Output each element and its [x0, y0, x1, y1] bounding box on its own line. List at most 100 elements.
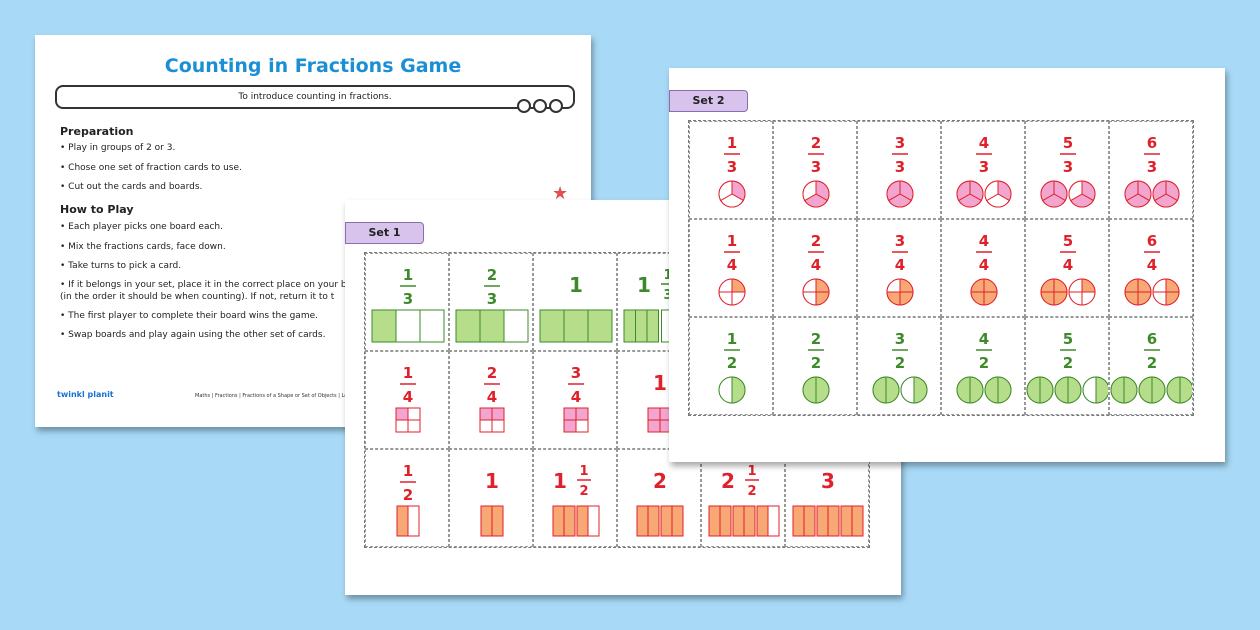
numerator: 4	[979, 330, 989, 348]
numerator: 1	[727, 232, 737, 250]
denominator: 3	[1063, 158, 1073, 176]
numerator: 4	[979, 232, 989, 250]
circle-segment	[1040, 180, 1055, 202]
rect-segment	[660, 505, 673, 537]
denominator: 2	[727, 354, 737, 372]
circle-segment	[1081, 291, 1096, 306]
bar-segment	[563, 309, 589, 343]
circle-segment	[899, 278, 914, 293]
circle-segment	[997, 376, 1012, 404]
square-segment	[575, 407, 589, 421]
square-segment	[479, 407, 493, 421]
fraction-card: 2	[617, 449, 701, 547]
circle-segment	[1126, 193, 1150, 208]
circle-segment	[899, 291, 914, 306]
bar-segment	[503, 309, 529, 343]
numerator: 2	[487, 364, 497, 382]
list-item: • Play in groups of 2 or 3.	[60, 143, 176, 153]
list-item: (in the order it should be when counting…	[60, 291, 335, 302]
list-item: • Each player picks one board each.	[60, 222, 223, 232]
denominator: 4	[811, 256, 821, 274]
bar-segment	[646, 309, 659, 343]
denominator: 2	[811, 354, 821, 372]
circle-segment	[1166, 376, 1181, 404]
rect-segment	[827, 505, 840, 537]
circle-segment	[1067, 376, 1082, 404]
square-segment	[407, 407, 421, 421]
circle-segment	[983, 278, 998, 293]
circle-segment	[1137, 291, 1152, 306]
rect-segment	[576, 505, 589, 537]
circle-segment	[958, 193, 982, 208]
circle-segment	[1110, 376, 1125, 404]
rect-segment	[671, 505, 684, 537]
circle-segment	[1152, 180, 1167, 202]
list-item: • Swap boards and play again using the o…	[60, 330, 326, 340]
denominator: 3	[663, 288, 672, 303]
list-item: • If it belongs in your set, place it in…	[60, 279, 347, 290]
square-segment	[491, 419, 505, 433]
numerator: 1	[727, 134, 737, 152]
whole-number: 2	[721, 469, 735, 493]
square-segment	[647, 419, 661, 433]
numerator: 1	[579, 464, 588, 479]
denominator: 4	[571, 388, 581, 406]
whole-number: 1	[553, 469, 567, 493]
fraction-card: 1	[449, 449, 533, 547]
circle-segment	[718, 278, 733, 293]
rect-segment	[756, 505, 769, 537]
numerator: 1	[663, 268, 672, 283]
whole-number: 1	[569, 273, 583, 297]
bar-segment	[419, 309, 445, 343]
fraction-card: 1	[617, 351, 701, 449]
numerator: 1	[727, 330, 737, 348]
list-item: • Cut out the cards and boards.	[60, 182, 203, 192]
circle-segment	[1123, 376, 1138, 404]
whole-number: 3	[821, 469, 835, 493]
denominator: 4	[895, 256, 905, 274]
circle-segment	[885, 376, 900, 404]
numerator: 5	[1063, 330, 1073, 348]
howto-heading: How to Play	[60, 203, 134, 216]
circle-segment	[1068, 278, 1083, 293]
circle-segment	[872, 376, 887, 404]
numerator: 3	[895, 134, 905, 152]
numerator: 4	[979, 134, 989, 152]
twinkl-logo: twinkl planit	[57, 390, 114, 399]
circle-segment	[718, 376, 733, 404]
footer-text: Maths | Fractions | Fractions of a Shape…	[195, 393, 367, 399]
circle-segment	[886, 180, 901, 202]
list-item: • Mix the fractions cards, face down.	[60, 241, 226, 252]
rect-segment	[851, 505, 864, 537]
circle-segment	[900, 376, 915, 404]
rect-segment	[708, 505, 721, 537]
numerator: 2	[811, 330, 821, 348]
whole-number: 1	[637, 273, 651, 297]
circle-segment	[1068, 291, 1083, 306]
denominator: 3	[403, 290, 413, 308]
rect-segment	[480, 505, 493, 537]
circle-segment	[1124, 180, 1139, 202]
denominator: 2	[979, 354, 989, 372]
denominator: 2	[1063, 354, 1073, 372]
square-segment	[647, 407, 661, 421]
rect-segment	[636, 505, 649, 537]
denominator: 3	[895, 158, 905, 176]
circle-segment	[815, 278, 830, 293]
numerator: 2	[811, 232, 821, 250]
circle-segment	[1054, 376, 1069, 404]
circle-segment	[1165, 278, 1180, 293]
banner-circles	[517, 99, 563, 113]
